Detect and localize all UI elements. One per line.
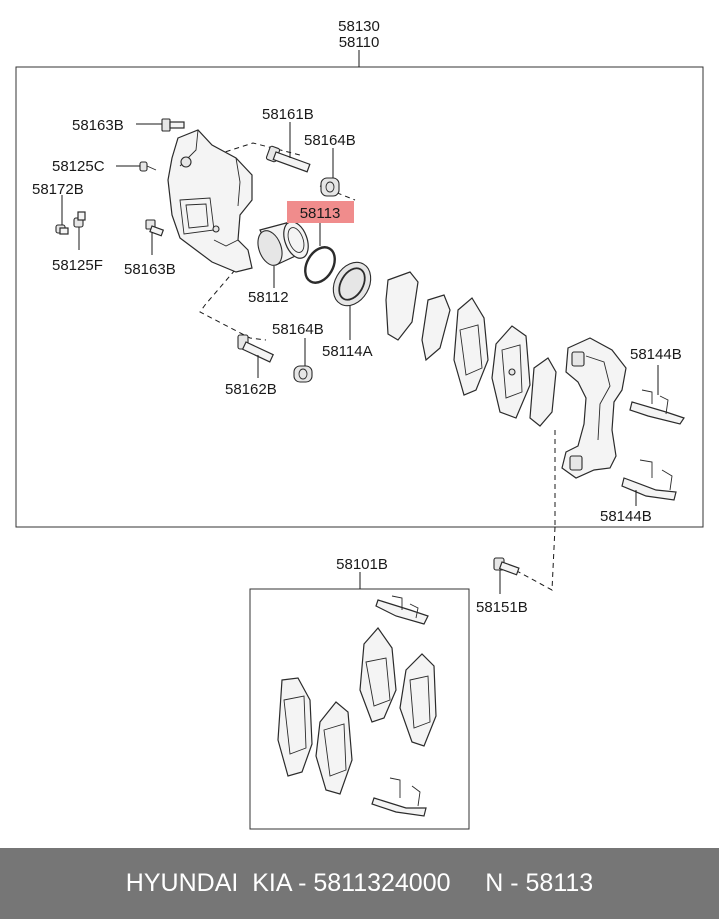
- label-58112: 58112: [248, 289, 289, 306]
- label-58144B-top: 58144B: [630, 346, 682, 363]
- footer-text: HYUNDAI KIA - 5811324000 N - 58113: [125, 869, 594, 897]
- label-58162B: 58162B: [225, 381, 277, 398]
- bolt-58163B-bottom: [145, 219, 165, 237]
- boot-58164B-lower: [293, 365, 313, 383]
- label-58144B-bottom: 58144B: [600, 508, 652, 525]
- caliper-bracket: [561, 337, 627, 479]
- label-58113: 58113: [300, 205, 341, 222]
- pad-outer-caliper: [453, 297, 489, 396]
- kit-pad-3: [359, 627, 397, 723]
- pad-clip-58144B-top: [629, 389, 685, 425]
- highlight-58113: [287, 201, 354, 223]
- label-58151B: 58151B: [476, 599, 528, 616]
- label-58125C: 58125C: [52, 158, 105, 175]
- shim-inner: [421, 294, 451, 362]
- piston-seal-58113: [304, 246, 336, 284]
- guide-bolt-58151B: [493, 557, 520, 576]
- boot-58164B-top: [320, 177, 340, 197]
- kit-clip-top: [375, 595, 429, 625]
- kit-pad-2: [315, 701, 353, 795]
- piston-boot-58114A: [332, 261, 372, 307]
- bleeder-58172B: [55, 224, 69, 235]
- brake-caliper-exploded-diagram: 58130 58110 58101B 58163B 58125C 58172B: [15, 18, 704, 830]
- label-58161B: 58161B: [262, 106, 314, 123]
- piston-58112: [257, 221, 309, 266]
- label-58163B-top: 58163B: [72, 117, 124, 134]
- pad-clip-58144B-bottom: [621, 459, 677, 501]
- part-number-footer: HYUNDAI KIA - 5811324000 N - 58113: [0, 848, 719, 919]
- label-58130: 58130: [338, 18, 380, 35]
- shim-caliper-back: [529, 357, 557, 427]
- label-58164B-top: 58164B: [304, 132, 356, 149]
- guide-pin-58162B: [237, 334, 274, 363]
- label-58172B: 58172B: [32, 181, 84, 198]
- shim-outer: [385, 271, 419, 341]
- kit-pad-4: [399, 653, 437, 747]
- caliper-housing: [167, 129, 253, 273]
- label-58101B: 58101B: [336, 556, 388, 573]
- bleeder-screw-58125F: [73, 211, 86, 228]
- label-58114A: 58114A: [322, 343, 373, 360]
- label-58163B-bottom: 58163B: [124, 261, 176, 278]
- label-58125F: 58125F: [52, 257, 103, 274]
- kit-clip-bottom: [371, 777, 427, 817]
- label-58110: 58110: [339, 34, 380, 51]
- guide-pin-58161B: [265, 145, 311, 173]
- label-58164B-lower: 58164B: [272, 321, 324, 338]
- kit-pad-1: [277, 677, 313, 777]
- bolt-58163B-top: [161, 118, 185, 132]
- bleeder-cap-58125C: [139, 161, 157, 172]
- pad-inner-caliper: [491, 325, 531, 419]
